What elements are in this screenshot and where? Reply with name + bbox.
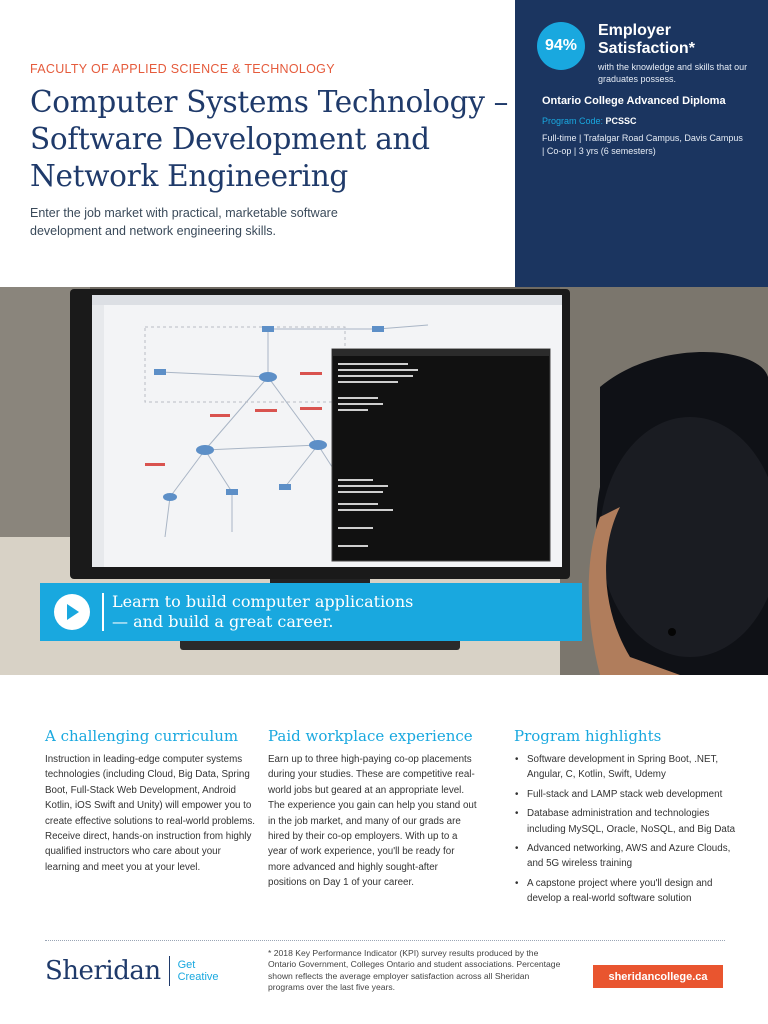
page-title: Computer Systems Technology – Software D… (30, 85, 509, 193)
play-icon[interactable] (54, 594, 90, 630)
sheridan-logo[interactable]: Sheridan Get Creative (45, 956, 219, 986)
highlight-item: Advanced networking, AWS and Azure Cloud… (514, 841, 739, 872)
program-details: Full-time | Trafalgar Road Campus, Davis… (542, 133, 743, 156)
highlights-list: Software development in Spring Boot, .NE… (514, 752, 739, 907)
highlight-item: Database administration and technologies… (514, 806, 739, 837)
workplace-body: Earn up to three high-paying co-op place… (268, 754, 477, 889)
website-link[interactable]: sheridancollege.ca (593, 965, 723, 988)
curriculum-body: Instruction in leading-edge computer sys… (45, 754, 256, 873)
curriculum-section: A challenging curriculum Instruction in … (45, 727, 255, 875)
program-info-panel: 94% Employer Satisfaction* with the know… (515, 0, 768, 287)
program-code: Program Code: PCSSC (542, 116, 637, 126)
footer-divider (45, 940, 725, 941)
cta-line-2: — and build a great career. (112, 611, 334, 631)
highlight-item: A capstone project where you'll design a… (514, 876, 739, 907)
cta-divider (102, 593, 104, 631)
hero-photo (0, 287, 768, 675)
cta-line-1: Learn to build computer applications (112, 592, 414, 611)
program-code-value: PCSSC (605, 116, 637, 126)
satisfaction-title: Employer Satisfaction* (598, 22, 695, 57)
logo-tagline: Get Creative (178, 959, 219, 983)
logo-name: Sheridan (45, 956, 161, 986)
highlights-heading: Program highlights (514, 727, 662, 745)
highlight-item: Full-stack and LAMP stack web developmen… (514, 787, 739, 803)
curriculum-heading: A challenging curriculum (45, 727, 239, 745)
cta-text: Learn to build computer applications — a… (112, 592, 572, 631)
satisfaction-subtitle: with the knowledge and skills that our g… (598, 62, 748, 84)
credential-label: Ontario College Advanced Diploma (542, 95, 726, 107)
tagline-line-2: Creative (177, 971, 219, 983)
workplace-section: Paid workplace experience Earn up to thr… (268, 727, 478, 891)
video-cta-banner[interactable]: Learn to build computer applications — a… (40, 583, 582, 641)
logo-divider (168, 956, 170, 986)
faculty-label: FACULTY OF APPLIED SCIENCE & TECHNOLOGY (30, 62, 335, 76)
kpi-footnote: * 2018 Key Performance Indicator (KPI) s… (268, 948, 561, 992)
satisfaction-badge: 94% (537, 22, 585, 70)
highlights-section: Program highlights Software development … (514, 727, 739, 911)
highlight-item: Software development in Spring Boot, .NE… (514, 752, 739, 783)
intro-text: Enter the job market with practical, mar… (30, 206, 338, 238)
tagline-line-1: Get (177, 959, 196, 971)
photo-illustration (0, 287, 768, 675)
workplace-heading: Paid workplace experience (268, 727, 473, 745)
program-code-label: Program Code: (542, 116, 604, 126)
